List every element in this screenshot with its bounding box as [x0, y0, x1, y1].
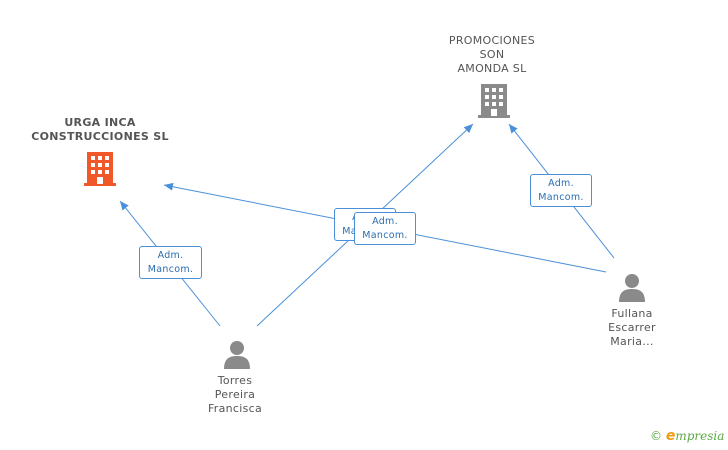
brand-logo-e: e: [665, 428, 676, 444]
company-name-line: URGA INCA: [64, 116, 136, 129]
role-label[interactable]: Adm. Mancom.: [139, 246, 202, 279]
role-label-line: Mancom.: [362, 230, 408, 241]
role-label-line: Adm.: [372, 216, 398, 227]
role-label-line: Adm.: [548, 178, 574, 189]
building-icon[interactable]: [478, 84, 510, 118]
person-name-line: Maria...: [610, 335, 654, 348]
person-icon[interactable]: [617, 272, 647, 302]
company-name-urga[interactable]: URGA INCA CONSTRUCCIONES SL: [20, 116, 180, 144]
person-icon[interactable]: [222, 339, 252, 369]
role-label-line: Mancom.: [147, 264, 194, 275]
person-name-torres[interactable]: Torres Pereira Francisca: [185, 374, 285, 416]
role-label[interactable]: Adm. Mancom.: [354, 212, 416, 245]
role-label-line: Mancom.: [538, 192, 584, 203]
person-name-fullana[interactable]: Fullana Escarrer Maria...: [582, 307, 682, 349]
company-name-line: SON: [479, 48, 505, 61]
role-label-line: Adm.: [157, 250, 184, 261]
person-name-line: Escarrer: [608, 321, 656, 334]
person-name-line: Pereira: [214, 388, 256, 401]
company-name-promo[interactable]: PROMOCIONES SON AMONDA SL: [422, 34, 562, 76]
company-name-line: AMONDA SL: [457, 62, 527, 75]
company-name-line: CONSTRUCCIONES SL: [31, 130, 169, 143]
brand-watermark: © empresia: [650, 428, 724, 444]
brand-logo-text: mpresia: [675, 429, 725, 443]
person-name-line: Fullana: [611, 307, 653, 320]
company-name-line: PROMOCIONES: [448, 34, 536, 47]
person-name-line: Torres: [217, 374, 253, 387]
role-label[interactable]: Adm. Mancom.: [530, 174, 592, 207]
copyright-symbol: ©: [650, 429, 662, 443]
person-name-line: Francisca: [207, 402, 263, 415]
building-icon[interactable]: [84, 152, 116, 186]
